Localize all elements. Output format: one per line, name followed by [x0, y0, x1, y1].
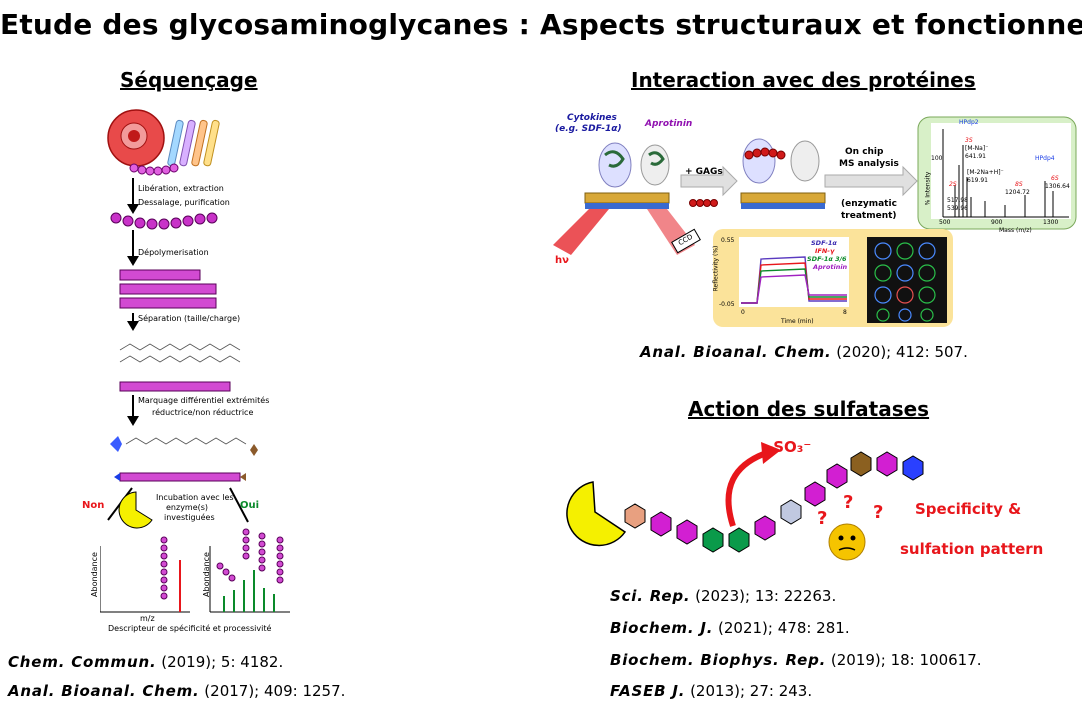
- interaction-diagram: [553, 116, 1077, 327]
- spr-legend-3: SDF-1α 3/6: [807, 255, 847, 263]
- ms-label-539: 539.96: [947, 205, 968, 212]
- seq-oui: Oui: [240, 500, 260, 511]
- ms-label-hpdp2: HPdp2: [959, 119, 979, 126]
- spr-xlabel: Time (min): [781, 318, 814, 325]
- spr-ytick-top: 0.55: [721, 237, 735, 244]
- spr-aprotinin: Aprotinin: [645, 119, 693, 129]
- ref-journal: Anal. Bioanal. Chem.: [640, 343, 832, 361]
- spr-gags: + GAGs: [685, 167, 723, 177]
- sequencing-diagram: [99, 109, 290, 613]
- ref-details: (2021); 478: 281.: [713, 619, 850, 637]
- ms-label-8s: 8S: [1015, 181, 1023, 188]
- ref-interaction: Anal. Bioanal. Chem. (2020); 412: 507.: [640, 343, 968, 361]
- ref-journal: FASEB J.: [610, 682, 686, 700]
- ms-label-619: 619.91: [967, 177, 988, 184]
- seq-incub3: investiguées: [164, 513, 215, 522]
- sulfatase-diagram: ? ? ?: [566, 442, 924, 561]
- ref-journal: Biochem. Biophys. Rep.: [610, 651, 827, 669]
- spr-xtick-0: 0: [741, 309, 745, 316]
- ref-right-2: Biochem. J. (2021); 478: 281.: [610, 619, 850, 637]
- ref-details: (2020); 412: 507.: [831, 343, 968, 361]
- ref-details: (2017); 409: 1257.: [199, 682, 346, 700]
- seq-step1: Libération, extraction: [138, 184, 224, 193]
- ms-xtick-900: 900: [991, 219, 1003, 226]
- ms-ytick: 100: [931, 155, 943, 162]
- ref-journal: Sci. Rep.: [610, 587, 691, 605]
- svg-text:?: ?: [817, 508, 827, 529]
- spr-enz-1: (enzymatic: [841, 199, 897, 209]
- spr-xtick-8: 8: [843, 309, 847, 316]
- heading-sequencage: Séquençage: [120, 68, 258, 92]
- ms-label-1306: 1306.64: [1045, 183, 1070, 190]
- ref-journal: Biochem. J.: [610, 619, 714, 637]
- ms-label-2s: 2S: [949, 181, 957, 188]
- seq-step2: Dessalage, purification: [138, 198, 230, 207]
- ms-xtick-1300: 1300: [1043, 219, 1059, 226]
- page-title: Etude des glycosaminoglycanes : Aspects …: [0, 8, 1082, 41]
- spr-ytick-bottom: -0.05: [719, 301, 735, 308]
- ms-xlabel: Mass (m/z): [999, 227, 1032, 234]
- spr-enz-2: treatment): [841, 211, 897, 221]
- seq-step3: Dépolymerisation: [138, 248, 209, 257]
- ref-right-1: Sci. Rep. (2023); 13: 22263.: [610, 587, 836, 605]
- seq-step5b: réductrice/non réductrice: [152, 408, 254, 417]
- ref-right-4: FASEB J. (2013); 27: 243.: [610, 682, 812, 700]
- sulf-so3: -SO₃⁻: [767, 438, 812, 456]
- ms-label-641: 641.91: [965, 153, 986, 160]
- spr-legend-1: SDF-1α: [811, 239, 837, 247]
- seq-incub1: Incubation avec les: [156, 493, 234, 502]
- ref-right-3: Biochem. Biophys. Rep. (2019); 18: 10061…: [610, 651, 982, 669]
- ms-label-1204: 1204.72: [1005, 189, 1030, 196]
- ms-label-mna: [M-Na]⁻: [965, 145, 989, 152]
- spr-legend-4: Aprotinin: [813, 263, 848, 271]
- ref-details: (2023); 13: 22263.: [690, 587, 837, 605]
- interaction-figure: Cytokines (e.g. SDF-1α) Aprotinin + GAGs…: [545, 105, 1080, 327]
- seq-ylabel-left: Abondance: [89, 552, 99, 597]
- sulf-specificity: Specificity &: [915, 500, 1022, 518]
- ms-label-3s: 3S: [965, 137, 973, 144]
- ref-journal: Anal. Bioanal. Chem.: [8, 682, 200, 700]
- seq-non: Non: [82, 500, 105, 511]
- spr-legend-2: IFN-γ: [815, 247, 835, 255]
- ms-label-hpdp4: HPdp4: [1035, 155, 1055, 162]
- ref-left-2: Anal. Bioanal. Chem. (2017); 409: 1257.: [8, 682, 345, 700]
- heading-sulfatases: Action des sulfatases: [688, 397, 930, 421]
- ms-label-6s: 6S: [1051, 175, 1059, 182]
- seq-caption: Descripteur de spécificité et processivi…: [108, 624, 272, 633]
- seq-xlabel: m/z: [140, 614, 155, 623]
- ms-label-m2na: [M-2Na+H]⁻: [967, 169, 1004, 176]
- spr-cytokines-1: Cytokines: [567, 113, 617, 123]
- ref-journal: Chem. Commun.: [8, 653, 157, 671]
- svg-text:?: ?: [873, 502, 883, 523]
- seq-incub2: enzyme(s): [166, 503, 209, 512]
- ref-details: (2013); 27: 243.: [685, 682, 813, 700]
- spr-ylabel: Reflectivity (%): [712, 245, 720, 292]
- sulf-pattern: sulfation pattern: [900, 540, 1044, 558]
- spr-cytokines-2: (e.g. SDF-1α): [555, 124, 622, 134]
- seq-ylabel-right: Abondance: [201, 552, 211, 597]
- spr-hv: hν: [555, 255, 569, 266]
- ms-ylabel: % Intensity: [924, 171, 932, 206]
- spr-onchip-1: On chip: [845, 147, 884, 157]
- ms-xtick-500: 500: [939, 219, 951, 226]
- sequencing-figure: Libération, extraction Dessalage, purifi…: [82, 100, 290, 640]
- svg-text:?: ?: [843, 492, 853, 513]
- sulfatase-figure: ? ? ? -SO₃⁻ Specificity & sulfation patt…: [555, 430, 1075, 580]
- spr-onchip-2: MS analysis: [839, 159, 899, 169]
- seq-step5a: Marquage différentiel extrémités: [138, 396, 270, 405]
- ref-details: (2019); 18: 100617.: [826, 651, 982, 669]
- seq-step4: Séparation (taille/charge): [138, 314, 241, 323]
- heading-interaction: Interaction avec des protéines: [631, 68, 976, 92]
- ref-details: (2019); 5: 4182.: [156, 653, 284, 671]
- ref-left-1: Chem. Commun. (2019); 5: 4182.: [8, 653, 283, 671]
- ms-label-517: 517.98: [947, 197, 968, 204]
